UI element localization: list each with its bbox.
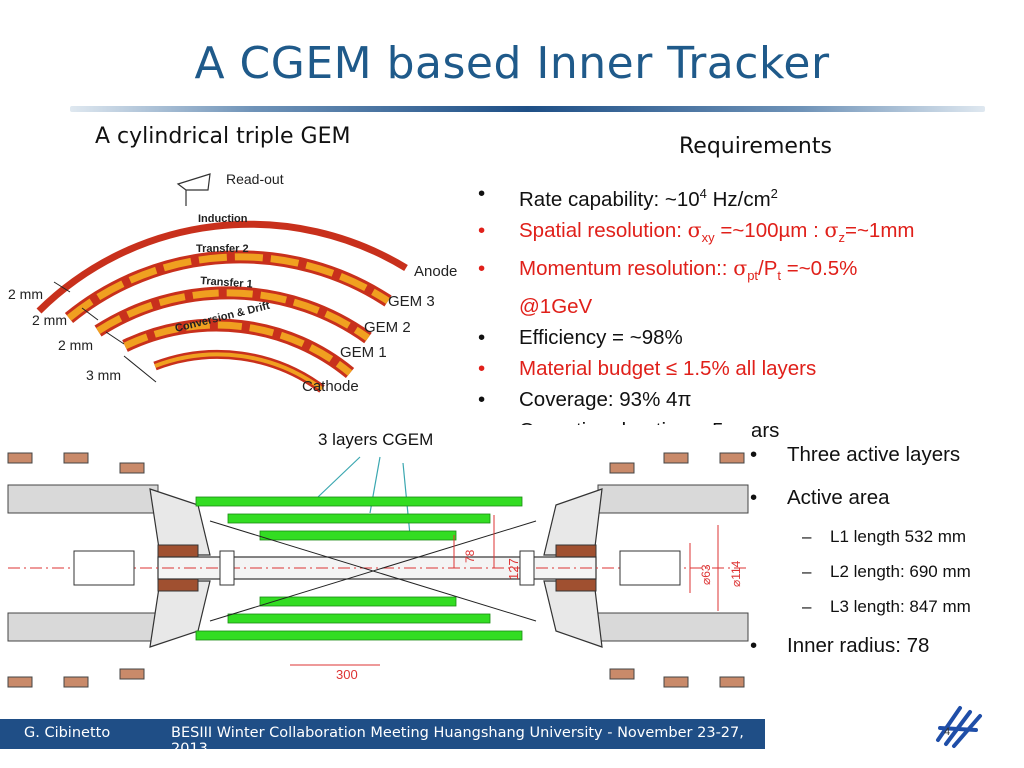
gem2-label: GEM 2	[364, 319, 411, 336]
dim-label: 127	[506, 558, 521, 580]
induction-label: Induction	[198, 213, 248, 225]
footer-bar: G. Cibinetto BESIII Winter Collaboration…	[0, 719, 765, 757]
requirements-list: •Rate capability: ~104 Hz/cm2 •Spatial r…	[478, 178, 1018, 446]
cgem-layer-2-top	[227, 513, 491, 524]
institution-logo	[936, 706, 982, 748]
cgem-layer-1-top	[259, 530, 457, 541]
gem3-label: GEM 3	[388, 293, 435, 310]
anode-arc	[36, 220, 408, 314]
gem1-label: GEM 1	[340, 344, 387, 361]
dim-label: 300	[336, 667, 358, 682]
list-item: •Rate capability: ~104 Hz/cm2	[478, 182, 778, 211]
requirements-heading: Requirements	[679, 134, 832, 159]
list-item: •Coverage: 93% 4π	[478, 388, 692, 412]
list-item: •Inner radius: 78	[750, 634, 930, 657]
readout-label: Read-out	[226, 171, 284, 187]
list-item: •Material budget ≤ 1.5% all layers	[478, 357, 817, 381]
anode-label: Anode	[414, 263, 457, 280]
gap-label: 2 mm	[58, 337, 93, 353]
gap-label: 2 mm	[8, 286, 43, 302]
gem-figure-caption: A cylindrical triple GEM	[95, 124, 351, 149]
list-item: •Three active layers	[750, 443, 961, 466]
footer-author: G. Cibinetto	[24, 725, 111, 741]
list-item: –L3 length: 847 mm	[802, 597, 971, 616]
gap-label: 2 mm	[32, 312, 67, 328]
dim-label: ⌀63	[699, 564, 713, 585]
list-item: •Spatial resolution: σxy =~100µm : σz=~1…	[478, 217, 915, 245]
triple-gem-diagram: Read-out Induction Transfer 2 Transfer 1…	[8, 171, 457, 395]
cgem-layer-1-bottom	[259, 596, 457, 607]
dim-label: ⌀114	[729, 560, 743, 587]
dim-label: 78	[463, 549, 477, 563]
cathode-label: Cathode	[302, 378, 359, 395]
cgem-layer-2-bottom	[227, 613, 491, 624]
layout-specs-list: •Three active layers •Active area –L1 le…	[750, 433, 1020, 667]
slide-number: 4	[944, 726, 951, 738]
list-item: •Active area	[750, 486, 890, 509]
cgem-layer-3-bottom	[195, 630, 523, 641]
transfer1-label: Transfer 1	[200, 275, 253, 291]
slide-title: A CGEM based Inner Tracker	[194, 38, 830, 89]
footer-event: BESIII Winter Collaboration Meeting Huan…	[171, 725, 744, 757]
cgem-mechanical-drawing: 3 layers CGEM	[0, 425, 752, 718]
list-item: –L1 length 532 mm	[802, 527, 967, 546]
transfer2-label: Transfer 2	[196, 243, 249, 255]
list-item: •Efficiency = ~98%	[478, 326, 683, 350]
cgem-label: 3 layers CGEM	[318, 430, 433, 449]
title-divider	[70, 106, 985, 112]
list-item: •Momentum resolution:: σpt/Pt =~0.5%@1Ge…	[478, 255, 858, 319]
gap-label: 3 mm	[86, 367, 121, 383]
cgem-layer-3-top	[195, 496, 523, 507]
list-item: –L2 length: 690 mm	[802, 562, 971, 581]
